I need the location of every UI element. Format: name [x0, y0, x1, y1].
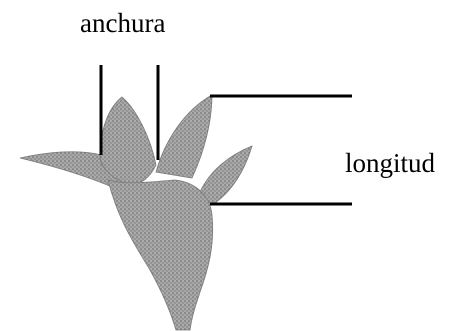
right-petal — [200, 146, 252, 205]
width-label: anchura — [80, 10, 165, 37]
length-label: longitud — [345, 150, 435, 177]
center-right-petal — [156, 95, 212, 178]
center-left-petal — [100, 97, 156, 185]
flower-shape — [20, 95, 252, 330]
flower-body — [108, 180, 213, 330]
